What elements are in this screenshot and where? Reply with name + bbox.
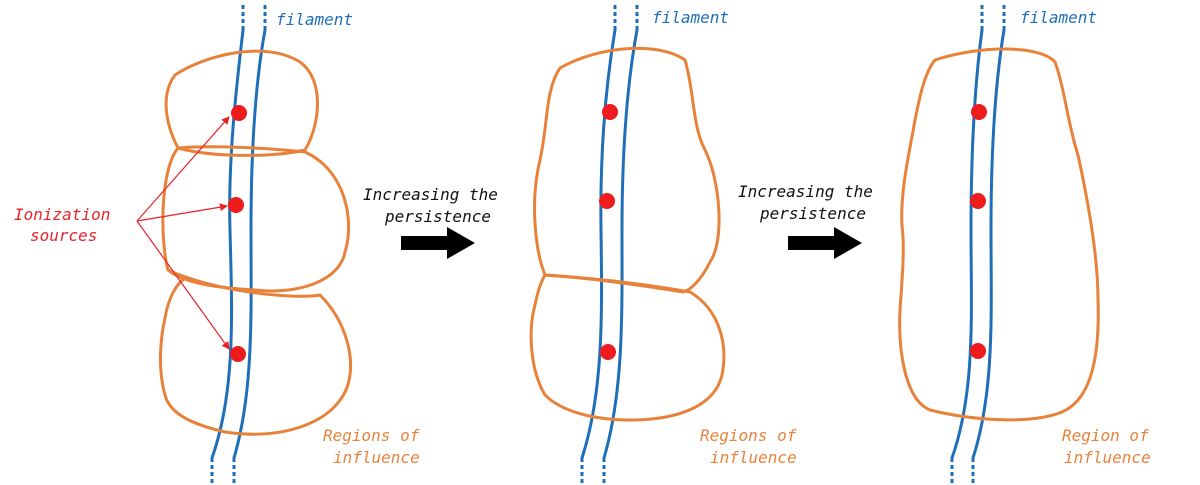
ionization-source: [228, 197, 244, 213]
ionization-source: [970, 343, 986, 359]
ionization-source: [970, 193, 986, 209]
filament-2: [580, 5, 639, 484]
arrow-right-icon: [401, 227, 475, 259]
ionization-source: [230, 346, 246, 362]
increase-label-2-line1: Increasing the: [738, 182, 873, 201]
increase-label-1-line2: persistence: [384, 207, 491, 226]
ionization-source: [599, 193, 615, 209]
filament-label-1: filament: [276, 10, 353, 29]
region-1-bottom: [158, 268, 353, 436]
transition-1: Increasing the persistence: [363, 185, 498, 259]
ionization-pointers: [136, 116, 230, 350]
region-label-3-line1: Region of: [1062, 426, 1149, 445]
region-2-bottom: [529, 273, 726, 422]
filament-1: [210, 5, 267, 484]
region-2-top: [533, 46, 721, 294]
ionization-label-line1: Ionization: [14, 205, 110, 224]
filament-label-3: filament: [1020, 8, 1097, 27]
ionization-source: [231, 105, 247, 121]
increase-label-2-line2: persistence: [759, 204, 866, 223]
regions-label-2-line1: Regions of: [700, 426, 797, 445]
regions-label-1-line1: Regions of: [323, 426, 420, 445]
ionization-source: [600, 344, 616, 360]
region-1-middle: [161, 145, 351, 293]
panel-2: filament Regions of influence: [529, 5, 797, 484]
ionization-source: [602, 104, 618, 120]
region-1-top: [164, 49, 319, 157]
region-label-3-line2: influence: [1064, 448, 1151, 467]
ionization-source: [971, 104, 987, 120]
regions-label-2-line2: influence: [710, 448, 797, 467]
arrow-right-icon: [788, 227, 862, 259]
panel-1: filament Ionization sources Regions of i…: [14, 5, 420, 484]
region-3-single: [898, 47, 1100, 422]
ionization-label-line2: sources: [30, 226, 97, 245]
transition-2: Increasing the persistence: [738, 182, 873, 259]
filament-label-2: filament: [652, 8, 729, 27]
increase-label-1-line1: Increasing the: [363, 185, 498, 204]
panel-3: filament Region of influence: [898, 5, 1151, 484]
filament-3: [950, 5, 1006, 484]
regions-label-1-line2: influence: [333, 448, 420, 467]
